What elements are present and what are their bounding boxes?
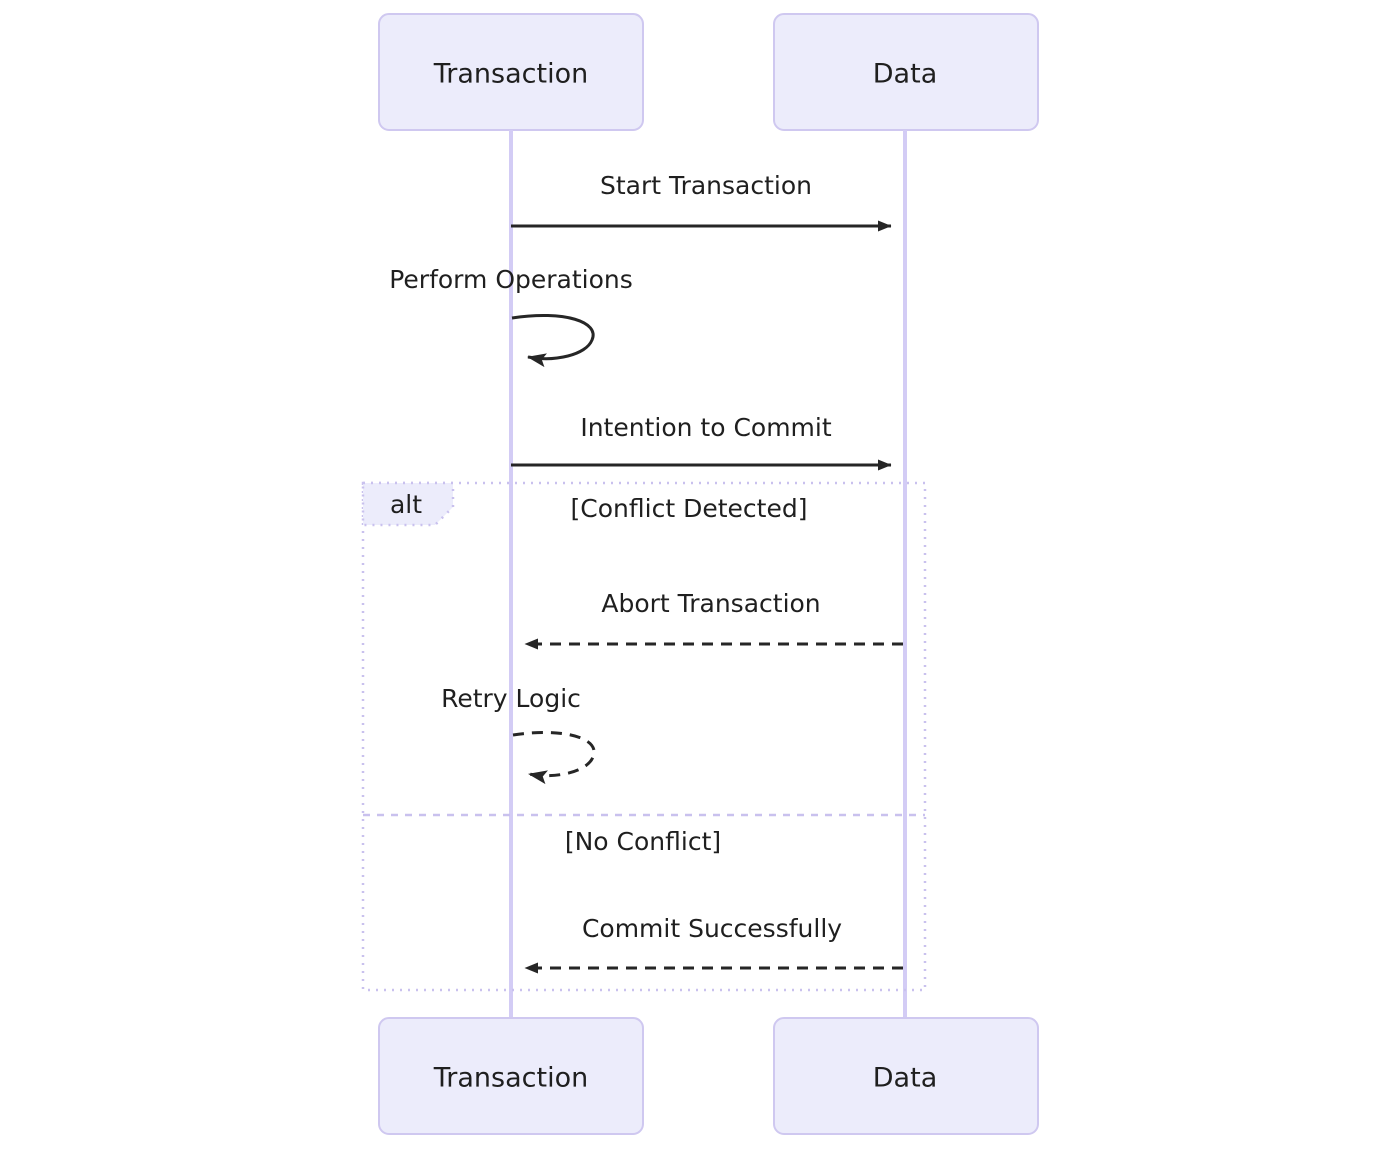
message-intention-to-commit[interactable]: Intention to Commit	[511, 413, 892, 471]
participant-footer-transaction[interactable]: Transaction	[378, 1017, 644, 1135]
message-abort-transaction[interactable]: Abort Transaction	[524, 589, 903, 650]
fragment-alt-condition-2: [No Conflict]	[565, 827, 721, 856]
fragment-alt-tag-shape	[361, 481, 455, 527]
message-label-retry-logic: Retry Logic	[441, 684, 581, 713]
message-label-intention-to-commit: Intention to Commit	[580, 413, 832, 442]
participant-header-data[interactable]: Data	[773, 13, 1039, 131]
participant-box-transaction-bottom[interactable]	[378, 1017, 644, 1135]
participant-label-transaction: Transaction	[433, 59, 588, 90]
message-label-commit-successfully: Commit Successfully	[582, 914, 842, 943]
participant-label-data: Data	[873, 59, 937, 90]
fragment-alt[interactable]: alt [Conflict Detected] [No Conflict]	[361, 481, 927, 992]
message-retry-logic[interactable]: Retry Logic	[441, 684, 596, 785]
participant-footer-data[interactable]: Data	[773, 1017, 1039, 1135]
participant-header-transaction[interactable]: Transaction	[378, 13, 644, 131]
message-selfloop-perform-operations	[511, 314, 595, 368]
fragment-alt-condition-1: [Conflict Detected]	[571, 494, 808, 523]
participant-label-data-bottom: Data	[873, 1063, 937, 1094]
message-label-start-transaction: Start Transaction	[600, 171, 812, 200]
message-label-perform-operations: Perform Operations	[389, 265, 633, 294]
fragment-alt-border	[361, 481, 927, 992]
message-start-transaction[interactable]: Start Transaction	[511, 171, 892, 232]
participant-box-data-bottom[interactable]	[773, 1017, 1039, 1135]
message-commit-successfully[interactable]: Commit Successfully	[524, 914, 903, 974]
message-perform-operations[interactable]: Perform Operations	[389, 265, 633, 368]
message-selfloop-retry-logic	[512, 731, 596, 785]
message-label-abort-transaction: Abort Transaction	[601, 589, 820, 618]
fragment-alt-tag-label: alt	[390, 490, 422, 519]
participant-label-transaction-bottom: Transaction	[433, 1063, 588, 1094]
